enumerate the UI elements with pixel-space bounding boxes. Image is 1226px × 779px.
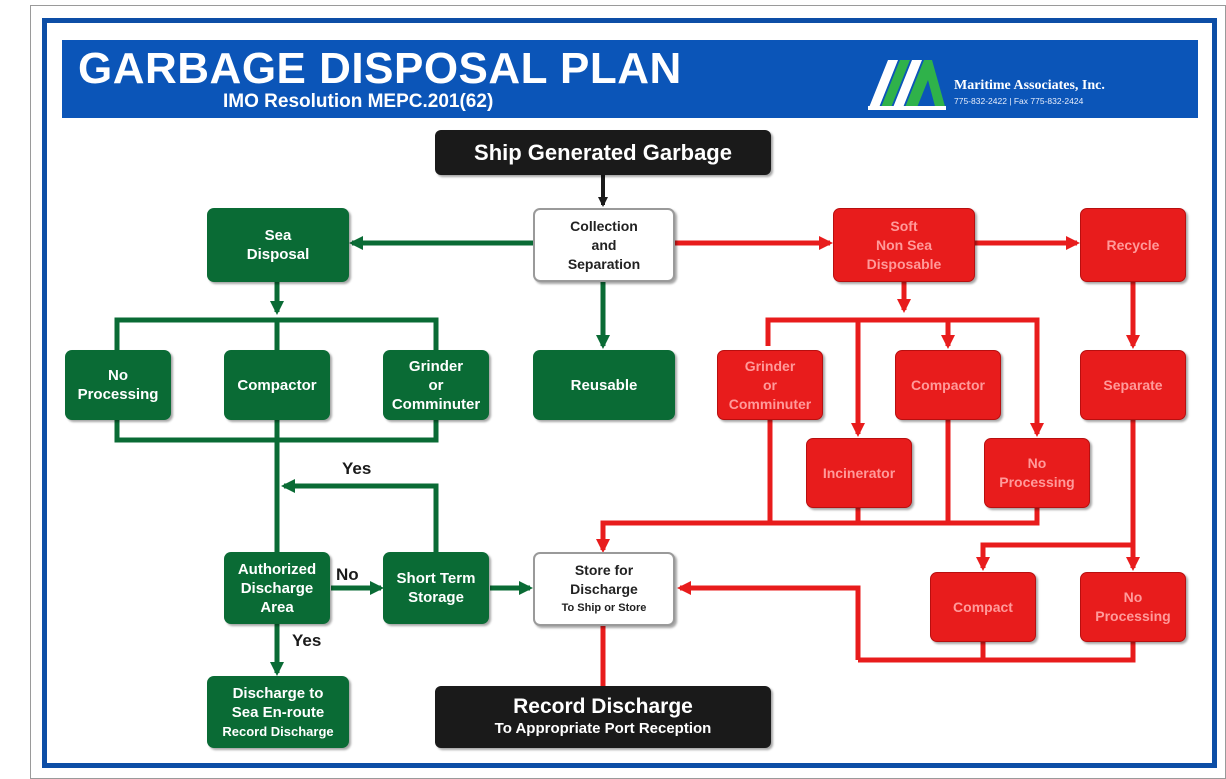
sea-disposal-node: Sea Disposal: [207, 208, 349, 282]
compactor-red-node: Compactor: [895, 350, 1001, 420]
no-processing-red-2-node: No Processing: [1080, 572, 1186, 642]
grinder-comminuter-green-node: Grinder or Comminuter: [383, 350, 489, 420]
store-for-discharge-node: Store for Discharge To Ship or Store: [533, 552, 675, 626]
maritime-logo-icon: [868, 60, 946, 110]
company-name: Maritime Associates, Inc.: [954, 78, 1105, 93]
separate-node: Separate: [1080, 350, 1186, 420]
authorized-discharge-area-node: Authorized Discharge Area: [224, 552, 330, 624]
page-title: GARBAGE DISPOSAL PLAN: [78, 44, 682, 93]
header-banner: [62, 40, 1198, 118]
collection-separation-node: Collection and Separation: [533, 208, 675, 282]
recycle-node: Recycle: [1080, 208, 1186, 282]
short-term-storage-node: Short Term Storage: [383, 552, 489, 624]
compactor-green-node: Compactor: [224, 350, 330, 420]
soft-non-sea-disposable-node: Soft Non Sea Disposable: [833, 208, 975, 282]
no-processing-green-node: No Processing: [65, 350, 171, 420]
record-discharge-node: Record Discharge To Appropriate Port Rec…: [435, 686, 771, 748]
yes-label-bottom: Yes: [292, 631, 322, 650]
no-label: No: [336, 565, 359, 584]
poster-border: [42, 18, 1217, 768]
yes-label-top: Yes: [342, 459, 372, 478]
ship-generated-garbage-node: Ship Generated Garbage: [435, 130, 771, 175]
company-contact: 775-832-2422 | Fax 775-832-2424: [954, 96, 1084, 106]
discharge-to-sea-node: Discharge to Sea En-route Record Dischar…: [207, 676, 349, 748]
compact-node: Compact: [930, 572, 1036, 642]
grinder-comminuter-red-node: Grinder or Comminuter: [717, 350, 823, 420]
page-subtitle: IMO Resolution MEPC.201(62): [223, 91, 494, 112]
reusable-node: Reusable: [533, 350, 675, 420]
incinerator-node: Incinerator: [806, 438, 912, 508]
no-processing-red-node: No Processing: [984, 438, 1090, 508]
